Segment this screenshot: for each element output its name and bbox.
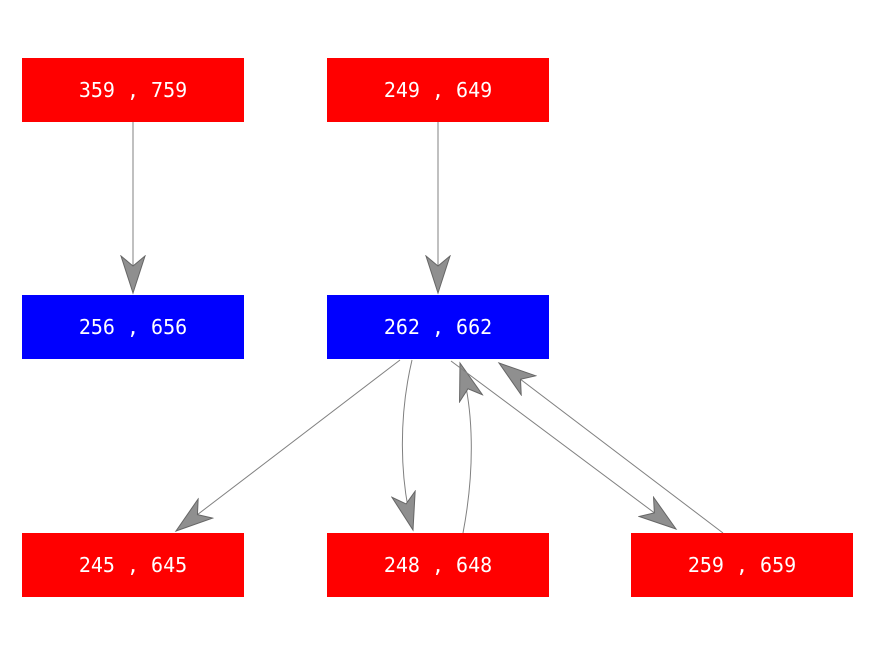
edge-262-662-to-245-645 bbox=[176, 359, 401, 531]
node-245-645: 245 , 645 bbox=[22, 533, 244, 597]
node-256-656: 256 , 656 bbox=[22, 295, 244, 359]
node-label: 359 , 759 bbox=[78, 78, 188, 102]
node-label: 245 , 645 bbox=[78, 553, 188, 577]
node-262-662: 262 , 662 bbox=[327, 295, 549, 359]
node-248-648: 248 , 648 bbox=[327, 533, 549, 597]
edge-259-659-to-262-662 bbox=[499, 363, 724, 534]
node-259-659: 259 , 659 bbox=[631, 533, 853, 597]
node-label: 256 , 656 bbox=[78, 315, 188, 339]
edge-262-662-to-248-648 bbox=[402, 359, 413, 530]
node-label: 249 , 649 bbox=[383, 78, 493, 102]
edge-262-662-to-259-659 bbox=[450, 360, 676, 529]
edge-248-648-to-262-662 bbox=[460, 363, 471, 534]
node-359-759: 359 , 759 bbox=[22, 58, 244, 122]
node-label: 259 , 659 bbox=[687, 553, 797, 577]
node-249-649: 249 , 649 bbox=[327, 58, 549, 122]
node-label: 248 , 648 bbox=[383, 553, 493, 577]
node-label: 262 , 662 bbox=[383, 315, 493, 339]
